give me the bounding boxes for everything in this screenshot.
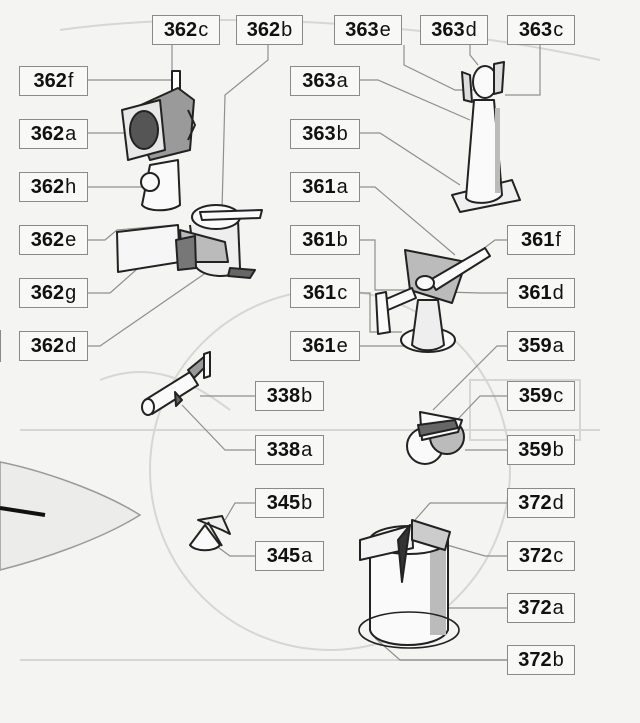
ship-silhouette-drawing bbox=[0, 461, 142, 571]
hammer-338-drawing bbox=[141, 351, 211, 416]
wheel-359-drawing bbox=[406, 411, 465, 465]
tower-363-drawing bbox=[451, 61, 521, 213]
leader-lines bbox=[88, 45, 541, 661]
pivot-arm-361-drawing bbox=[375, 247, 491, 353]
spotlight-362-drawing bbox=[121, 70, 196, 212]
drum-372-drawing bbox=[358, 519, 460, 649]
fixture-362-drawing bbox=[116, 204, 263, 279]
cone-345-drawing bbox=[189, 515, 231, 552]
